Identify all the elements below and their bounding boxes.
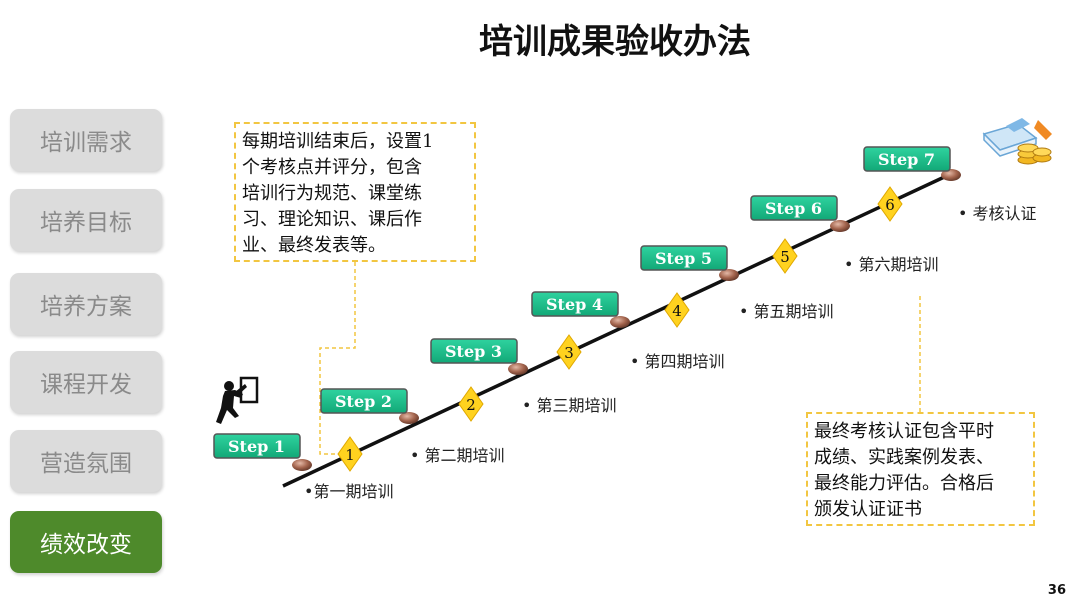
stone: [719, 269, 739, 281]
step-label: Step 3: [445, 342, 502, 361]
stone: [292, 459, 312, 471]
stone: [508, 363, 528, 375]
step-4: Step 4: [531, 291, 619, 317]
note-line: 个考核点并评分，包含: [242, 157, 422, 178]
stone: [610, 316, 630, 328]
milestone-number: 4: [672, 302, 682, 320]
phase-label-2: • 第二期培训: [410, 446, 505, 465]
phase-label-3: • 第三期培训: [522, 396, 617, 415]
milestone-5: 5: [772, 238, 798, 274]
step-label: Step 5: [655, 249, 712, 268]
step-3: Step 3: [430, 338, 518, 364]
stone: [941, 169, 961, 181]
milestone-number: 1: [345, 446, 355, 464]
sidebar-item-atmosphere[interactable]: 营造氛围: [10, 430, 162, 492]
milestone-number: 5: [780, 248, 790, 266]
stone: [830, 220, 850, 232]
step-5: Step 5: [640, 245, 728, 271]
phase-label-5: • 第五期培训: [739, 302, 834, 321]
page-number: 36: [1047, 583, 1066, 598]
sidebar-item-performance[interactable]: 绩效改变: [10, 511, 162, 573]
page-title: 培训成果验收办法: [479, 22, 751, 62]
milestone-number: 3: [564, 344, 574, 362]
stone: [399, 412, 419, 424]
connector-top-note: [319, 262, 356, 455]
note-line: 培训行为规范、课堂练: [242, 183, 422, 204]
milestone-4: 4: [664, 292, 690, 328]
phase-label-7: • 考核认证: [958, 204, 1037, 223]
sidebar-item-training-goals[interactable]: 培养目标: [10, 189, 162, 251]
step-label: Step 6: [765, 199, 822, 218]
phase-label-1: •第一期培训: [304, 482, 393, 501]
step-7: Step 7: [863, 146, 951, 172]
sidebar-item-course-dev[interactable]: 课程开发: [10, 351, 162, 413]
phase-label-4: • 第四期培训: [630, 352, 725, 371]
step-label: Step 7: [878, 150, 935, 169]
step-label: Step 2: [335, 392, 392, 411]
note-top-left: 每期培训结束后，设置1 个考核点并评分，包含 培训行为规范、课堂练 习、理论知识…: [234, 122, 476, 262]
climber-icon: [216, 376, 259, 424]
note-line: 每期培训结束后，设置1: [242, 131, 434, 152]
money-book-icon: [982, 118, 1052, 165]
step-label: Step 4: [546, 295, 603, 314]
step-6: Step 6: [750, 195, 838, 221]
note-line: 习、理论知识、课后作: [242, 209, 422, 230]
note-line: 成绩、实践案例发表、: [814, 447, 994, 468]
note-line: 最终能力评估。合格后: [814, 473, 994, 494]
note-line: 最终考核认证包含平时: [814, 421, 994, 442]
milestone-2: 2: [458, 386, 484, 422]
milestone-number: 6: [885, 196, 895, 214]
milestone-number: 2: [466, 396, 476, 414]
step-2: Step 2: [320, 388, 408, 414]
step-label: Step 1: [228, 437, 285, 456]
note-bottom-right: 最终考核认证包含平时 成绩、实践案例发表、 最终能力评估。合格后 颁发认证证书: [806, 412, 1035, 526]
milestone-6: 6: [877, 186, 903, 222]
step-1: Step 1: [213, 433, 301, 459]
milestone-3: 3: [556, 334, 582, 370]
sidebar-item-training-plan[interactable]: 培养方案: [10, 273, 162, 335]
milestone-1: 1: [337, 436, 363, 472]
phase-label-6: • 第六期培训: [844, 255, 939, 274]
note-line: 颁发认证证书: [814, 499, 922, 520]
sidebar-item-training-needs[interactable]: 培训需求: [10, 109, 162, 171]
note-line: 业、最终发表等。: [242, 235, 386, 256]
